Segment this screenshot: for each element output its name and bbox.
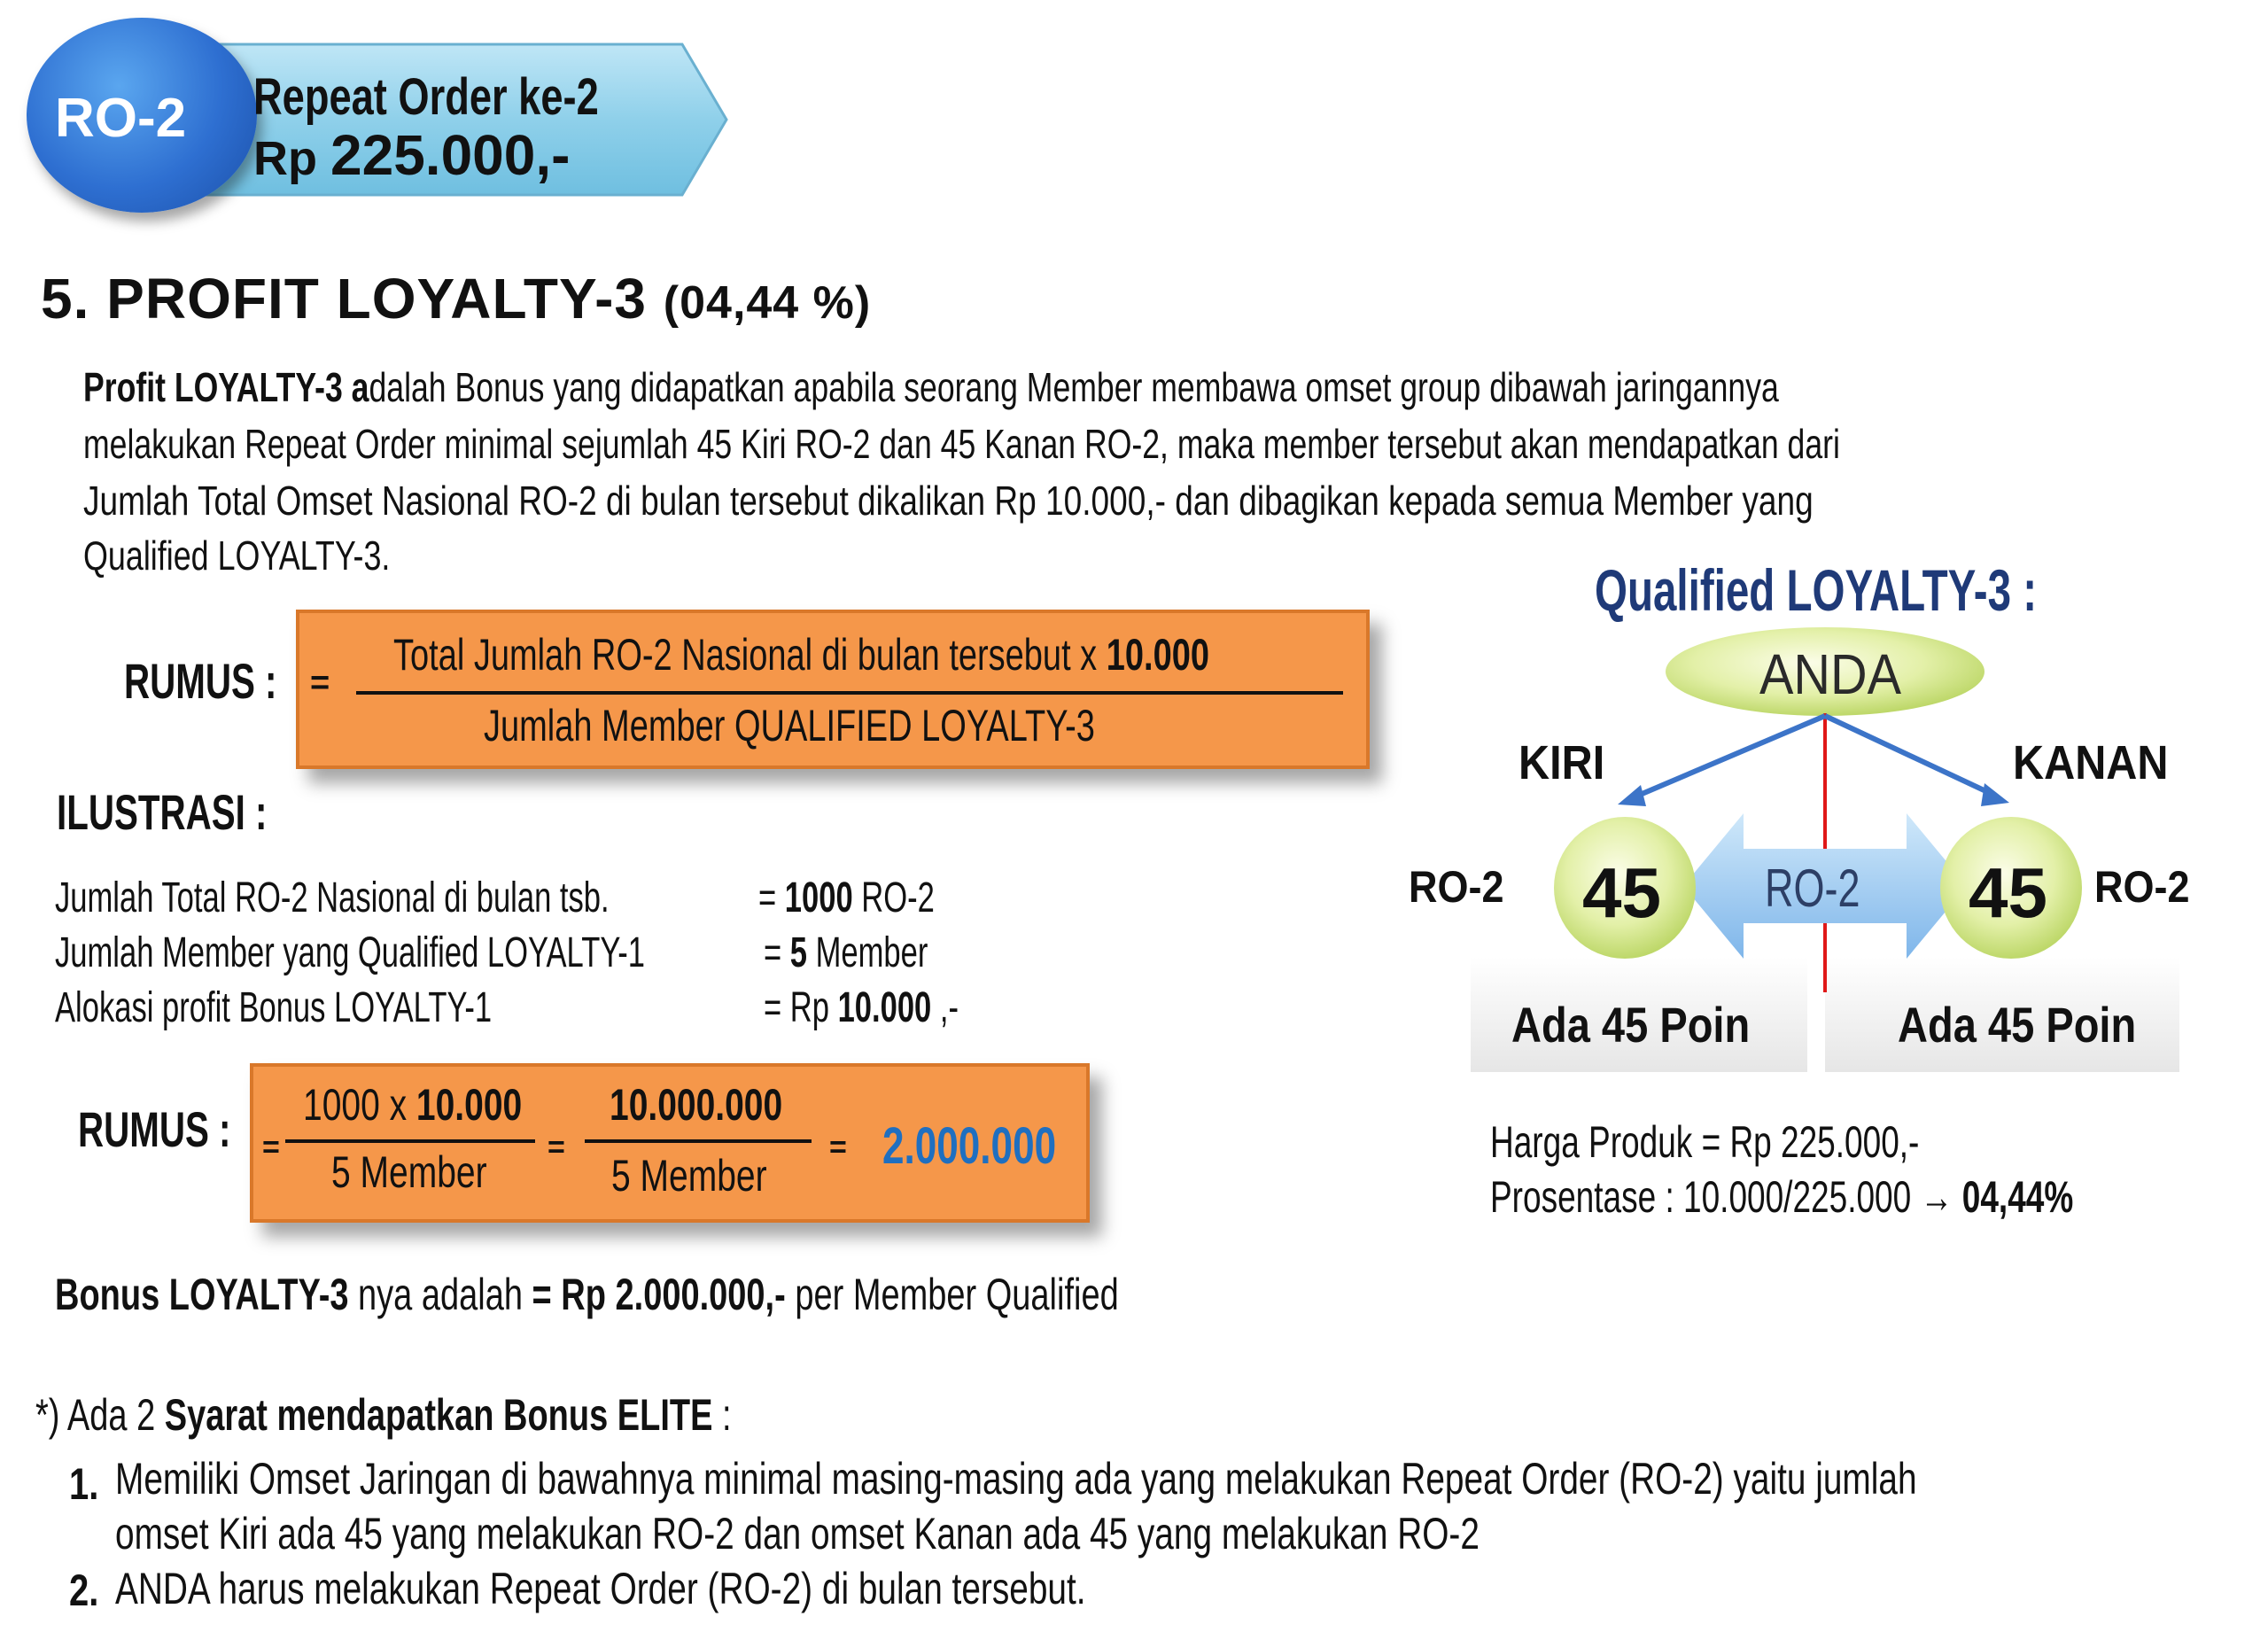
requirement-2-number: 2.	[69, 1566, 99, 1615]
illustration-row-2-value: = 5 Member	[764, 929, 928, 976]
requirement-1-line-2: omset Kiri ada 45 yang melakukan RO-2 da…	[115, 1509, 1480, 1558]
formula-2-frac-2-den: 5 Member	[611, 1151, 767, 1201]
formula-1-denominator: Jumlah Member QUALIFIED LOYALTY-3	[484, 701, 1095, 750]
badge-price: Rp 225.000,-	[253, 123, 571, 187]
right-points-box	[1825, 957, 2179, 1072]
left-count: 45	[1582, 853, 1661, 932]
formula-2-frac-2-line	[585, 1139, 812, 1143]
kanan-label: KANAN	[2013, 736, 2169, 789]
anda-node	[1666, 627, 1984, 716]
formula-1-numerator: Total Jumlah RO-2 Nasional di bulan ters…	[393, 630, 1209, 680]
product-price: Harga Produk = Rp 225.000,-	[1490, 1117, 1920, 1167]
formula-2-box: = 1000 x 10.000 5 Member = 10.000.000 5 …	[250, 1063, 1090, 1223]
arrow-to-left	[1632, 713, 1827, 800]
formula-1-divider	[356, 691, 1343, 695]
arrow-to-right	[1823, 713, 1993, 797]
right-ro2-tag: RO-2	[2094, 862, 2190, 912]
formula-2-label: RUMUS :	[78, 1101, 231, 1157]
requirement-1-number: 1.	[69, 1459, 99, 1509]
right-count: 45	[1969, 853, 2047, 932]
requirement-1-line-1: Memiliki Omset Jaringan di bawahnya mini…	[115, 1454, 1917, 1504]
formula-2-equals-2: =	[548, 1131, 565, 1164]
anda-label: ANDA	[1759, 642, 1902, 706]
right-count-circle	[1940, 817, 2082, 959]
right-points-label: Ada 45 Poin	[1898, 997, 2137, 1053]
illustration-row-1: Jumlah Total RO-2 Nasional di bulan tsb.	[55, 874, 610, 921]
double-arrow	[1683, 813, 1967, 959]
section-title: 5. PROFIT LOYALTY-3 (04,44 %)	[41, 267, 872, 330]
formula-2-frac-2-num: 10.000.000	[610, 1080, 783, 1130]
left-ro2-tag: RO-2	[1409, 862, 1504, 912]
illustration-row-1-value: = 1000 RO-2	[758, 874, 935, 921]
formula-2-equals-3: =	[829, 1131, 847, 1164]
header-badge: RO-2 Repeat Order ke-2 Rp 225.000,-	[0, 0, 744, 221]
bonus-summary: Bonus LOYALTY-3 nya adalah = Rp 2.000.00…	[55, 1270, 1119, 1319]
illustration-label: ILUSTRASI :	[57, 784, 268, 840]
requirements-intro: *) Ada 2 Syarat mendapatkan Bonus ELITE …	[35, 1390, 732, 1440]
illustration-row-3-value: = Rp 10.000 ,-	[764, 984, 959, 1031]
formula-1-box: = Total Jumlah RO-2 Nasional di bulan te…	[296, 610, 1370, 769]
qualified-title: Qualified LOYALTY-3 :	[1595, 557, 2038, 623]
description-line-3: Jumlah Total Omset Nasional RO-2 di bula…	[83, 478, 1814, 524]
formula-1-label: RUMUS :	[124, 653, 277, 709]
description-line-4: Qualified LOYALTY-3.	[83, 532, 391, 579]
badge-circle	[27, 18, 257, 213]
kiri-label: KIRI	[1518, 736, 1605, 789]
left-points-label: Ada 45 Poin	[1511, 997, 1751, 1053]
description-line-2: melakukan Repeat Order minimal sejumlah …	[83, 421, 1840, 467]
illustration-row-3: Alokasi profit Bonus LOYALTY-1	[55, 984, 493, 1031]
formula-2-frac-1-den: 5 Member	[331, 1147, 487, 1197]
left-points-box	[1471, 957, 1807, 1072]
requirement-2-line-1: ANDA harus melakukan Repeat Order (RO-2)…	[115, 1564, 1086, 1613]
qualified-diagram: ANDA KIRI KANAN RO-2 RO-2 RO-2 45 45 Ada…	[1409, 620, 2224, 1081]
center-ro2-tag: RO-2	[1765, 859, 1860, 918]
formula-2-frac-1-num: 1000 x 10.000	[303, 1080, 523, 1130]
left-count-circle	[1554, 817, 1696, 959]
badge-title: Repeat Order ke-2	[253, 68, 599, 126]
qualified-diagram-graphics	[1471, 627, 2179, 1072]
formula-2-equals-1: =	[262, 1131, 280, 1164]
formula-2-result: 2.000.000	[882, 1117, 1057, 1175]
illustration-row-2: Jumlah Member yang Qualified LOYALTY-1	[55, 929, 645, 976]
description-line-1: Profit LOYALTY-3 adalah Bonus yang didap…	[83, 364, 1779, 410]
formula-2-frac-1-line	[285, 1139, 535, 1143]
percentage-calc: Prosentase : 10.000/225.000 → 04,44%	[1490, 1172, 2074, 1222]
badge-code: RO-2	[55, 88, 187, 149]
formula-1-equals: =	[310, 664, 330, 702]
